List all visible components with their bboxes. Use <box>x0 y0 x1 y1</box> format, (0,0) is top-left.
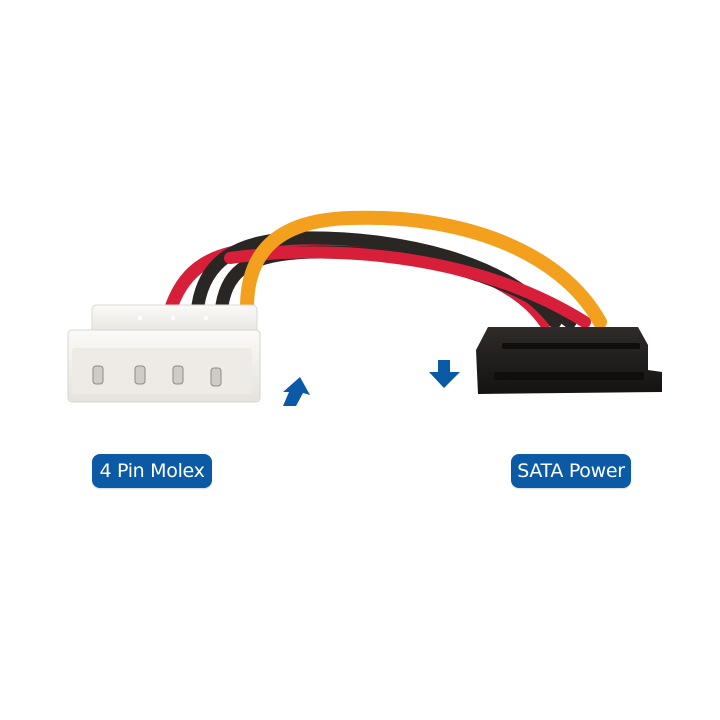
wire-bundle <box>165 210 607 329</box>
arrow-down-icon <box>429 360 460 388</box>
molex-connector <box>67 304 261 403</box>
arrow-up-right-icon <box>283 377 310 406</box>
molex-label: 4 Pin Molex <box>92 454 212 488</box>
sata-connector <box>476 327 662 394</box>
sata-power-label: SATA Power <box>511 454 631 488</box>
